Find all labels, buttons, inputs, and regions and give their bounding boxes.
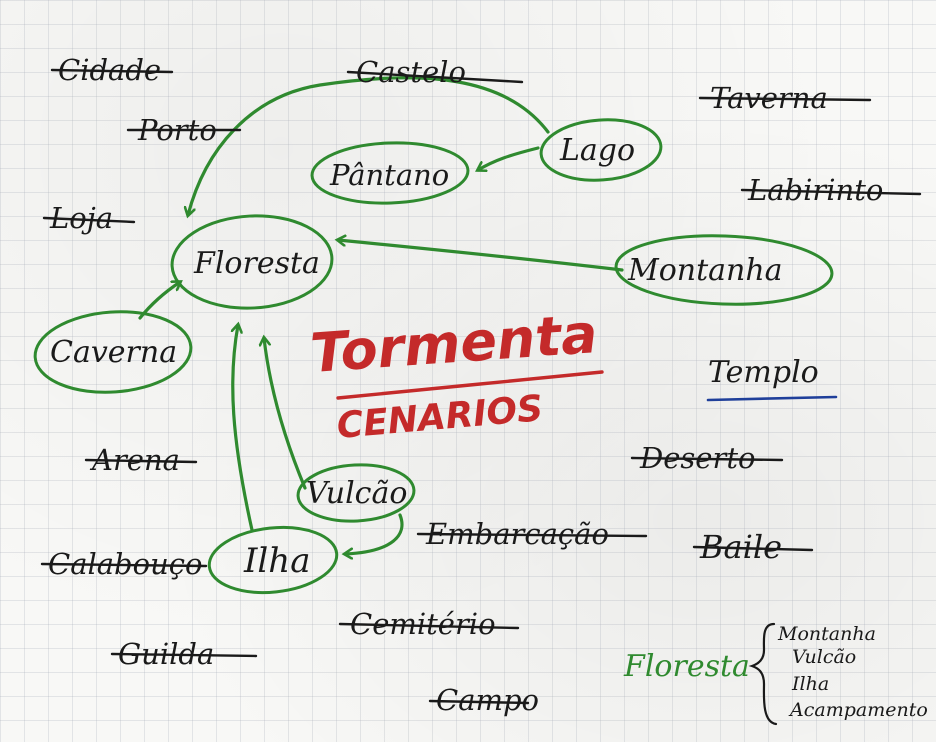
node-lago: Lago <box>559 133 635 168</box>
strike-guilda <box>110 652 258 658</box>
arrow-ilha-to-floresta <box>233 325 254 532</box>
caverna-circle <box>33 310 193 394</box>
crossed-castelo: Castelo <box>356 55 466 89</box>
legend-item-montanha: Montanha <box>777 623 876 645</box>
subtitle-cenarios: CENARIOS <box>335 388 544 447</box>
strike-lines <box>40 68 922 705</box>
word-templo: Templo <box>708 355 819 390</box>
montanha-circle <box>614 234 834 306</box>
legend-item-ilha: Ilha <box>791 673 829 695</box>
strike-cidade <box>50 68 174 74</box>
node-floresta: Floresta <box>193 246 320 281</box>
arrow-vulcao-to-floresta <box>264 338 307 490</box>
strike-campo <box>428 699 530 705</box>
legend-item-acampamento: Acampamento <box>788 699 928 721</box>
templo-underline <box>706 395 838 402</box>
node-ilha: Ilha <box>243 541 310 581</box>
crossed-campo: Campo <box>436 683 539 717</box>
ilha-circle <box>207 525 339 595</box>
strike-arena <box>84 458 198 464</box>
strike-calabouco <box>40 562 208 568</box>
strike-loja <box>42 216 136 224</box>
strike-taverna <box>698 96 872 102</box>
node-vulcao: Vulcão <box>306 476 407 511</box>
arrow-lago-to-floresta <box>188 76 550 215</box>
legend-items: Montanha Vulcão Ilha Acampamento <box>777 623 928 721</box>
connection-arrows <box>138 76 624 554</box>
arrow-lago-to-pantano <box>478 146 540 170</box>
legend-head: Floresta <box>623 649 750 684</box>
title-underline <box>336 370 604 400</box>
node-caverna: Caverna <box>50 335 177 370</box>
legend-brace <box>748 622 778 726</box>
lago-circle <box>539 118 663 182</box>
strike-castelo <box>346 70 524 84</box>
pantano-circle <box>310 141 470 205</box>
legend-group: Floresta Montanha Vulcão Ilha Acampament… <box>623 622 928 726</box>
strike-labirinto <box>740 188 922 196</box>
circled-words: Floresta Caverna Pântano Lago Montanha V… <box>50 133 783 581</box>
strike-baile <box>692 545 814 552</box>
title-tormenta: Tormenta <box>309 302 600 385</box>
title-block: Tormenta CENARIOS <box>309 302 604 447</box>
circle-outlines <box>33 118 834 595</box>
arrow-vulcao-to-ilha <box>345 513 404 554</box>
strike-embarcacao <box>416 532 648 538</box>
node-pantano: Pântano <box>329 158 449 192</box>
node-montanha: Montanha <box>627 253 783 288</box>
arrow-montanha-to-floresta <box>338 240 624 272</box>
strike-cemiterio <box>338 622 520 630</box>
vulcao-circle <box>296 463 416 523</box>
legend-item-vulcao: Vulcão <box>792 646 856 668</box>
floresta-circle <box>170 214 334 310</box>
strike-deserto <box>630 456 784 462</box>
